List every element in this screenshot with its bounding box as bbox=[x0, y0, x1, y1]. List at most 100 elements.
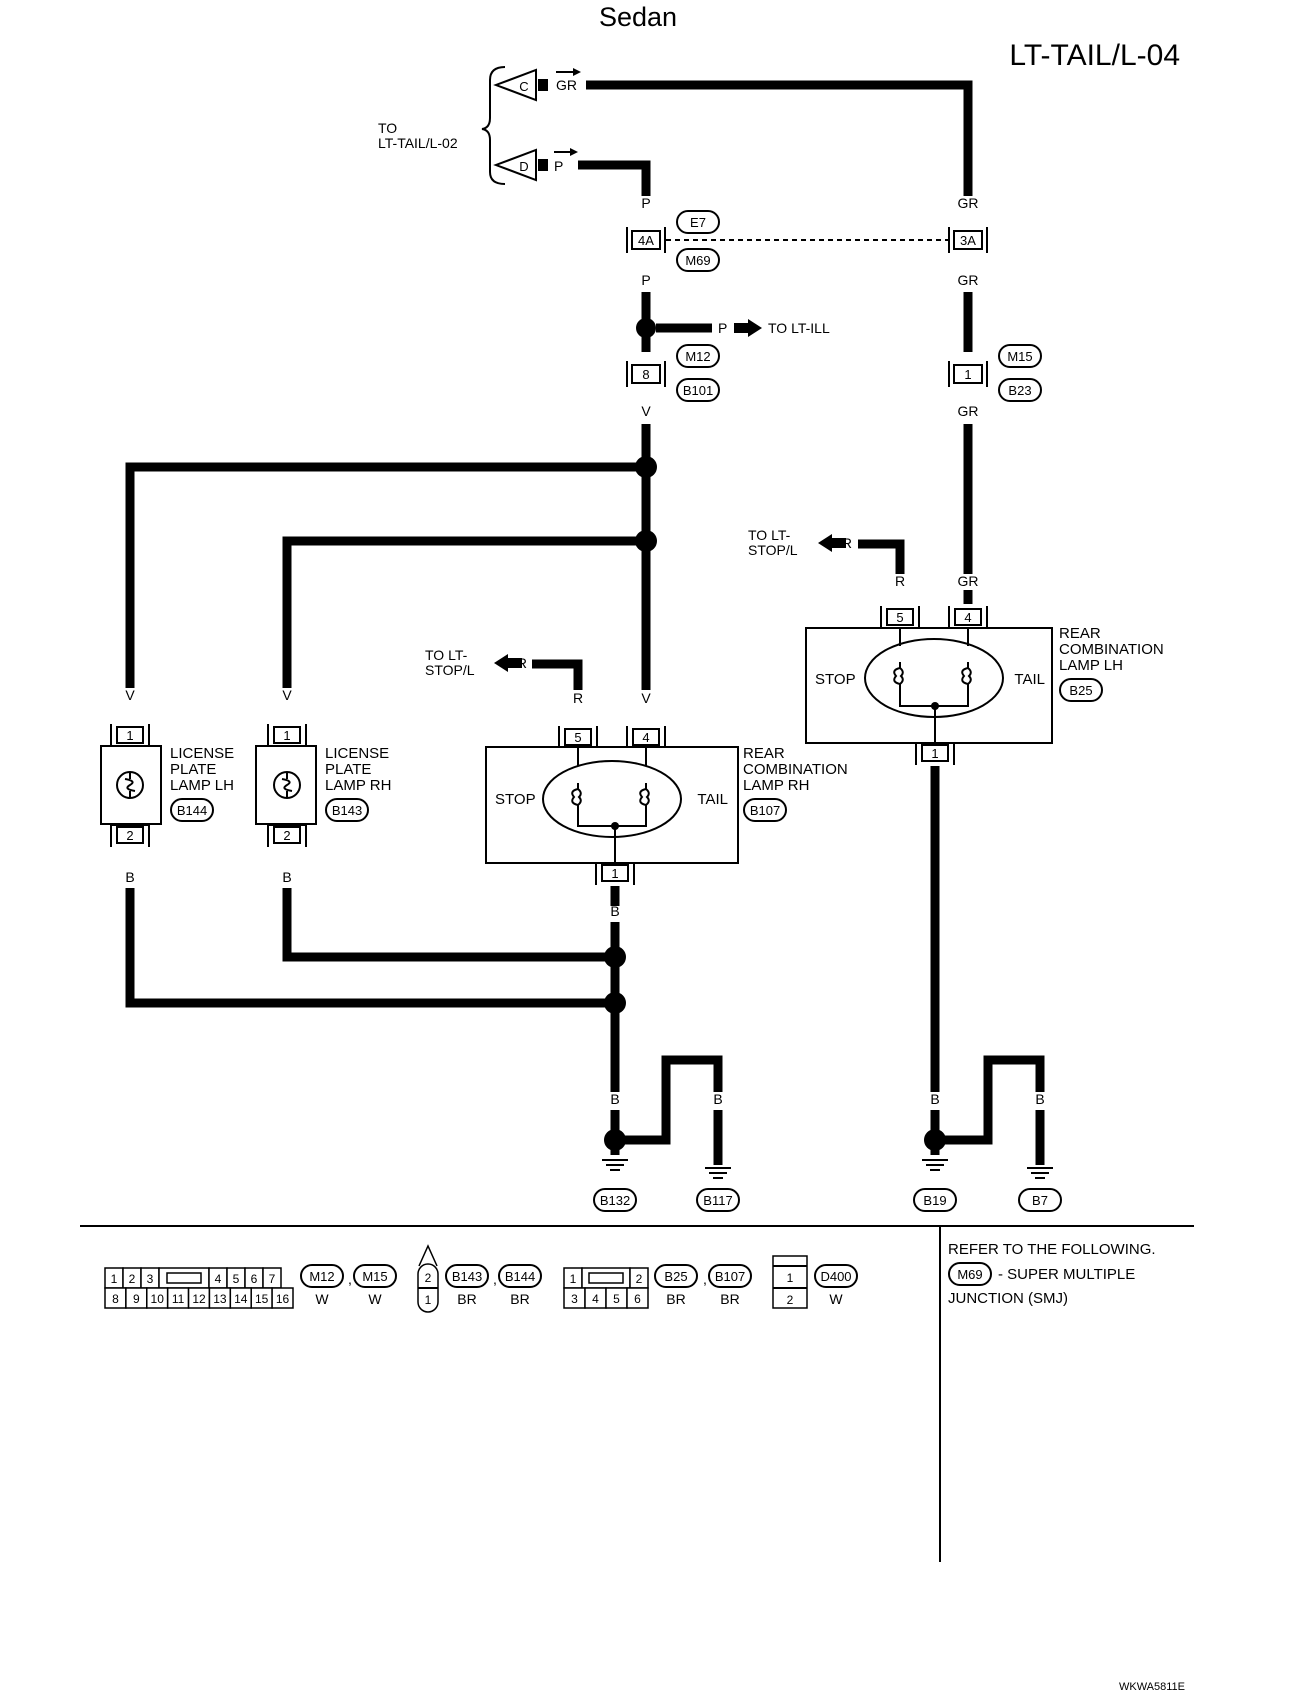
wire-color-p: P bbox=[718, 320, 727, 336]
filament-icon bbox=[571, 783, 579, 811]
legend-color-br: BR bbox=[457, 1291, 476, 1307]
connector-pin-number: 1 bbox=[570, 1272, 577, 1286]
terminal-d-icon bbox=[493, 148, 537, 182]
filament-icon bbox=[893, 662, 901, 690]
connector-pin-number: 9 bbox=[133, 1292, 140, 1306]
filament-icon bbox=[961, 662, 969, 690]
flow-arrow-icon bbox=[573, 68, 581, 76]
connector-pin-number: 3 bbox=[571, 1292, 578, 1306]
legend-color-w: W bbox=[368, 1291, 382, 1307]
legend-connector-d400-outline bbox=[814, 1264, 858, 1288]
connector-pin-number: 2 bbox=[636, 1272, 643, 1286]
connector-pin-cell bbox=[626, 1287, 649, 1309]
filament-coil bbox=[577, 788, 582, 806]
connector-pin-number: 5 bbox=[233, 1272, 240, 1286]
connector-m69-outline bbox=[676, 248, 720, 272]
pin-1-lp-lh: 1 bbox=[126, 728, 133, 743]
connector-b25-outline bbox=[1059, 678, 1103, 702]
pin-2-lp-rh-box bbox=[273, 826, 301, 844]
connector-pin-number: 10 bbox=[151, 1292, 165, 1306]
wire-gr-top bbox=[586, 80, 973, 196]
connector-pin-number: 8 bbox=[112, 1292, 119, 1306]
junction-dot bbox=[636, 318, 656, 338]
legend-color-br: BR bbox=[510, 1291, 529, 1307]
wire-p-top bbox=[578, 160, 651, 196]
connector-key-icon bbox=[418, 1244, 438, 1267]
connector-b7: B7 bbox=[1032, 1193, 1048, 1208]
terminal-c-icon bbox=[493, 68, 537, 102]
pin-2-lp-rh: 2 bbox=[283, 828, 290, 843]
wire-color-gr: GR bbox=[958, 573, 979, 589]
wire-r-lh bbox=[858, 539, 905, 574]
arrow-to-stop-lh-icon-shaft bbox=[832, 538, 846, 548]
connector-pin-number: 1 bbox=[425, 1293, 432, 1307]
pin-3a: 3A bbox=[960, 233, 976, 248]
pin-2-lp-rh-bracket bbox=[267, 824, 307, 847]
wire-color-b: B bbox=[282, 869, 291, 885]
connector-b144: B144 bbox=[177, 803, 207, 818]
wire-color-p: P bbox=[641, 195, 650, 211]
to-lt-stop-l-lh: TO LT-STOP/L bbox=[748, 527, 798, 558]
connector-pin-number: 15 bbox=[255, 1292, 269, 1306]
pin-4-lh-box bbox=[954, 608, 982, 626]
junction-dot bbox=[604, 1129, 626, 1151]
legend-connector-m12: M12 bbox=[309, 1269, 334, 1284]
arrow-to-stop-rh-icon-shaft bbox=[508, 658, 522, 668]
legend-connector-m15: M15 bbox=[362, 1269, 387, 1284]
connector-m15-outline bbox=[998, 344, 1042, 368]
pin-3a-box bbox=[953, 230, 983, 250]
wire-color-r: R bbox=[895, 573, 905, 589]
legend-connector-b107: B107 bbox=[715, 1269, 745, 1284]
filament-coil bbox=[899, 667, 904, 685]
legend-connector-m69: M69 bbox=[957, 1267, 982, 1282]
connector-pin-number: 13 bbox=[213, 1292, 227, 1306]
to-lt-stop-l-rh: TO LT-STOP/L bbox=[425, 647, 475, 678]
legend-connector-b25-outline bbox=[654, 1264, 698, 1288]
pin-1-m15: 1 bbox=[964, 367, 971, 382]
filament-coil bbox=[967, 667, 972, 685]
wire-color-b: B bbox=[713, 1091, 722, 1107]
legend-connector-m69-outline bbox=[948, 1262, 992, 1286]
connector-m15: M15 bbox=[1007, 349, 1032, 364]
wire-b-lp-rh bbox=[282, 888, 615, 962]
wire-color-b: B bbox=[125, 869, 134, 885]
legend-connector-b143: B143 bbox=[452, 1269, 482, 1284]
separator-comma: , bbox=[348, 1271, 352, 1287]
pin-5-rh-box bbox=[564, 728, 592, 746]
pin-1-lh: 1 bbox=[931, 746, 938, 761]
wire-v-lp-lh bbox=[125, 462, 646, 688]
figure-code: WKWA5811E bbox=[1119, 1681, 1185, 1693]
wire-color-r: R bbox=[842, 535, 852, 551]
connector-b101-outline bbox=[676, 378, 720, 402]
pin-2-lp-lh-box bbox=[116, 826, 144, 844]
connector-b25: B25 bbox=[1069, 683, 1092, 698]
separator-comma: , bbox=[493, 1271, 497, 1287]
pin-4a-box bbox=[631, 230, 661, 250]
connector-e7: E7 bbox=[690, 215, 706, 230]
connector-m12: M12 bbox=[685, 349, 710, 364]
connector-pin-cell bbox=[271, 1287, 294, 1309]
wire-color-v: V bbox=[282, 687, 292, 703]
pin-1-lp-rh: 1 bbox=[283, 728, 290, 743]
connector-b143: B143 bbox=[332, 803, 362, 818]
legend-connector-b144-outline bbox=[498, 1264, 542, 1288]
wire-color-v: V bbox=[125, 687, 135, 703]
pin-1-lh-box bbox=[921, 744, 949, 762]
pin-5-rh: 5 bbox=[574, 730, 581, 745]
connector-pin-number: 12 bbox=[192, 1292, 206, 1306]
connector-d400-body bbox=[772, 1255, 808, 1309]
connector-b19: B19 bbox=[923, 1193, 946, 1208]
connector-pin-number: 2 bbox=[787, 1293, 794, 1307]
terminal-d-stub bbox=[538, 159, 548, 171]
connector-b107-outline bbox=[743, 798, 787, 822]
wire-b-lp-lh bbox=[125, 888, 615, 1008]
terminal-c-label: C bbox=[519, 79, 528, 94]
connector-pin-number: 14 bbox=[234, 1292, 248, 1306]
connector-pin-number: 16 bbox=[276, 1292, 290, 1306]
legend-color-w: W bbox=[829, 1291, 843, 1307]
refer-note: REFER TO THE FOLLOWING. bbox=[948, 1241, 1156, 1258]
wire-color-p: P bbox=[641, 272, 650, 288]
wire-v-lp-rh bbox=[282, 536, 646, 688]
rear-combination-lamp-rh-body bbox=[485, 746, 739, 864]
